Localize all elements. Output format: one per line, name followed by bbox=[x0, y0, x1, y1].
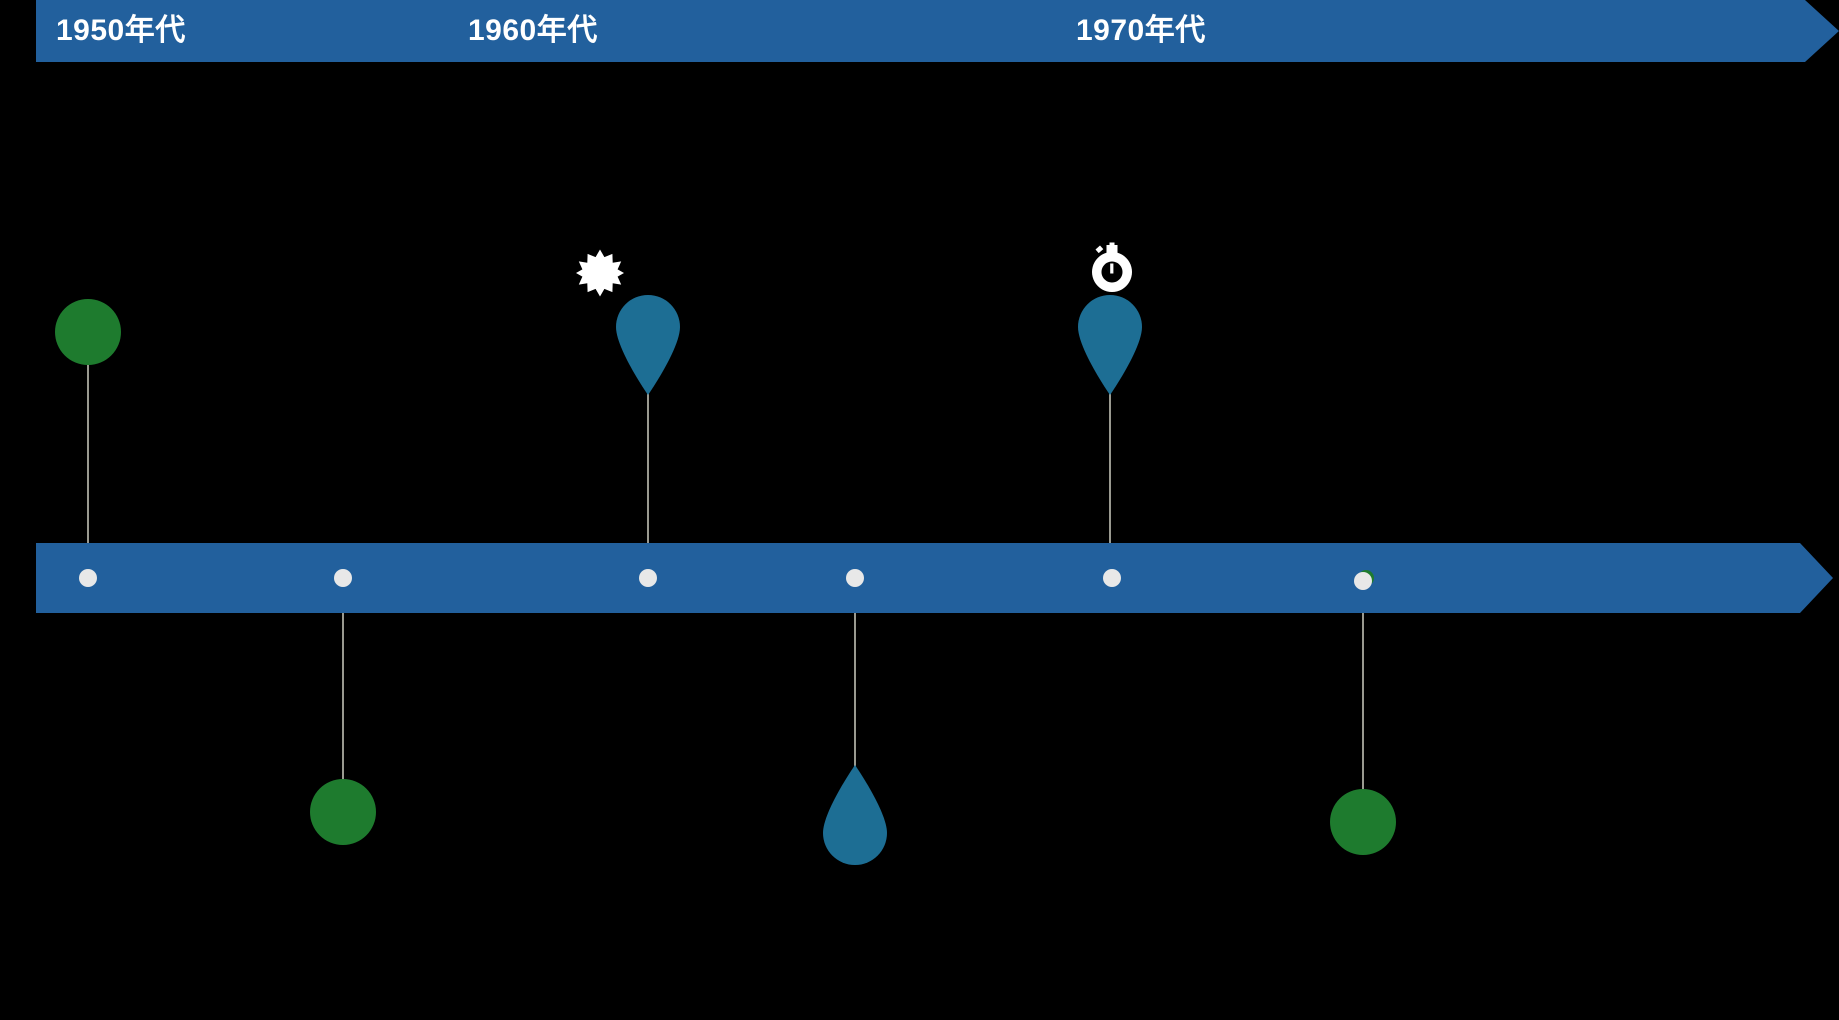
connector-stem-node-4 bbox=[854, 578, 856, 767]
timeline-axis-bar bbox=[36, 543, 1833, 613]
timeline-node-dot-4[interactable] bbox=[846, 569, 864, 587]
milestone-marker-node-5[interactable] bbox=[1078, 295, 1142, 395]
milestone-marker-node-4[interactable] bbox=[823, 765, 887, 865]
burst-icon bbox=[576, 249, 624, 297]
decade-label-1960s: 1960年代 bbox=[468, 14, 598, 47]
timeline-node-dot-6[interactable] bbox=[1354, 572, 1372, 590]
decade-label-1970s: 1970年代 bbox=[1076, 14, 1206, 47]
timeline-node-dot-5[interactable] bbox=[1103, 569, 1121, 587]
decade-label-1950s: 1950年代 bbox=[56, 14, 186, 47]
connector-stem-node-1 bbox=[87, 332, 89, 578]
timeline-node-dot-2[interactable] bbox=[334, 569, 352, 587]
timeline-node-dot-1[interactable] bbox=[79, 569, 97, 587]
connector-stem-node-6 bbox=[1362, 578, 1364, 822]
milestone-marker-node-3[interactable] bbox=[616, 295, 680, 395]
timeline-axis-arrow-shape bbox=[36, 543, 1833, 613]
milestone-marker-node-1[interactable] bbox=[55, 299, 121, 365]
stopwatch-icon bbox=[1084, 242, 1140, 298]
timeline-node-dot-3[interactable] bbox=[639, 569, 657, 587]
milestone-marker-node-6[interactable] bbox=[1330, 789, 1396, 855]
connector-stem-node-3 bbox=[647, 385, 649, 578]
connector-stem-node-2 bbox=[342, 578, 344, 812]
milestone-marker-node-2[interactable] bbox=[310, 779, 376, 845]
decade-band-arrow-shape bbox=[36, 0, 1839, 62]
decade-header-band: 1950年代 1960年代 1970年代 bbox=[36, 0, 1839, 62]
connector-stem-node-5 bbox=[1109, 385, 1111, 578]
